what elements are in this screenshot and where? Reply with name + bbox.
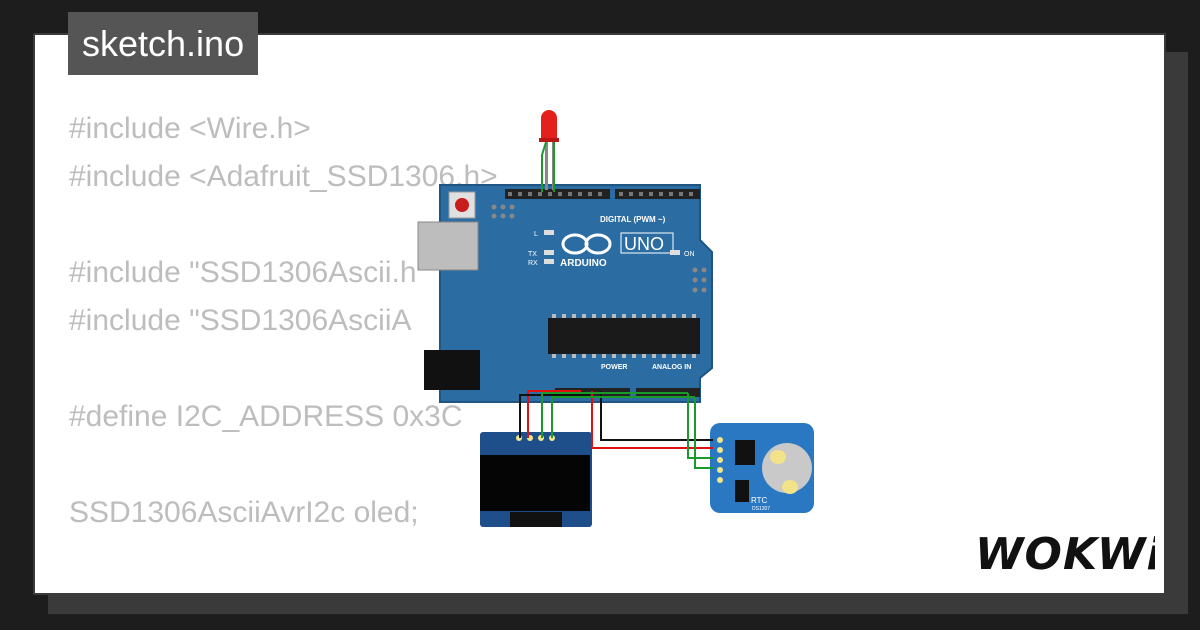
code-line: #include "SSD1306AsciiA — [69, 304, 412, 337]
l-led-label: L — [534, 231, 538, 238]
rtc-chip-label: DS1307 — [752, 506, 770, 512]
arduino-model: UNO — [624, 234, 664, 254]
code-line: #define I2C_ADDRESS 0x3C — [69, 400, 463, 433]
wire-5v-rtc — [591, 391, 713, 449]
on-label: ON — [684, 251, 695, 258]
power-label: POWER — [601, 364, 627, 371]
digital-header-left — [505, 189, 610, 199]
l-led — [544, 230, 554, 235]
wire-scl-rtc — [694, 397, 713, 469]
rtc-label: RTC — [751, 496, 768, 505]
rtc-module[interactable]: RTC DS1307 — [710, 423, 814, 513]
wire-scl-oled — [551, 396, 695, 438]
arduino-logo — [561, 233, 612, 255]
power-jack — [424, 350, 480, 390]
digital-header-right — [615, 189, 700, 199]
rx-led — [544, 259, 554, 264]
digital-label: DIGITAL (PWM ~) — [600, 215, 666, 224]
wire-gnd-rtc — [600, 391, 713, 441]
oled-display[interactable] — [480, 432, 592, 527]
file-tab[interactable]: sketch.ino — [68, 12, 259, 75]
wire-sda-rtc — [687, 393, 713, 459]
arduino-brand: ARDUINO — [560, 258, 607, 269]
rx-label: RX — [528, 260, 538, 267]
wire-sda-oled — [541, 392, 688, 438]
wokwi-logo: WOKWi — [975, 529, 1155, 580]
wire-led-gnd — [541, 141, 547, 192]
on-led — [670, 250, 680, 255]
code-line: SSD1306AsciiAvrI2c oled; — [69, 496, 419, 529]
wokwi-logo-text: WOKWi — [975, 529, 1155, 580]
usb-port — [417, 221, 479, 271]
code-line: #include <Adafruit_SSD1306.h> — [69, 160, 498, 193]
tx-led — [544, 250, 554, 255]
code-line: #include "SSD1306Ascii.h" — [69, 256, 428, 289]
wire-gnd-oled — [519, 394, 590, 438]
wire-5v-oled — [527, 390, 581, 438]
arduino-uno-board[interactable]: DIGITAL (PWM ~) ARDUINO UNO L TX RX ON — [417, 184, 713, 403]
tx-label: TX — [528, 251, 537, 258]
code-line: #include <Wire.h> — [69, 112, 311, 145]
analog-label: ANALOG IN — [652, 364, 691, 371]
code-editor: #include <Wire.h> #include <Adafruit_SSD1… — [69, 105, 498, 593]
atmega-chip — [548, 318, 700, 354]
